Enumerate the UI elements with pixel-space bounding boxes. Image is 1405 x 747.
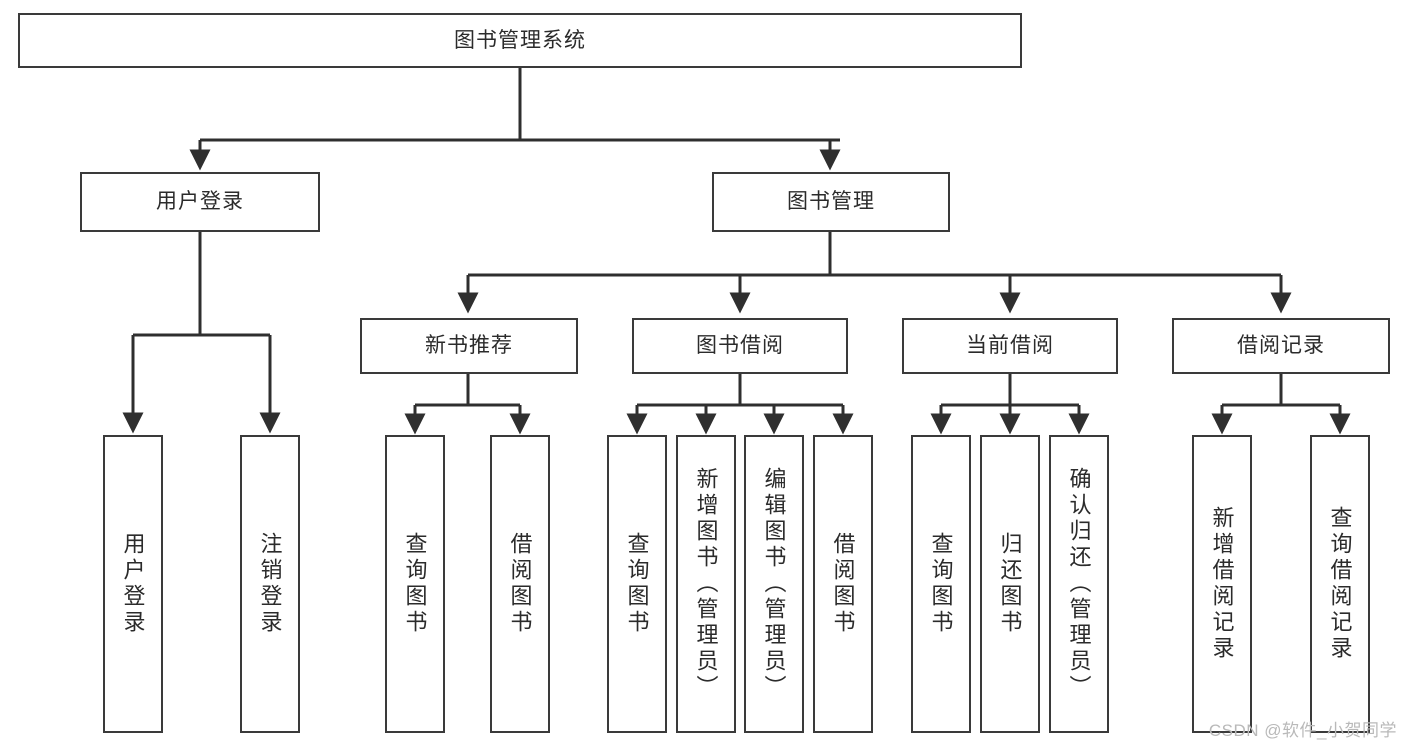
- node-leaf-label: 新增图书（管理员）: [693, 467, 719, 701]
- node-leaf-current-return[interactable]: 归还图书: [980, 435, 1040, 733]
- node-root-system-label: 图书管理系统: [454, 28, 586, 52]
- node-leaf-label: 新增借阅记录: [1209, 506, 1235, 662]
- csdn-watermark: CSDN @软件_小贺同学: [1208, 721, 1397, 740]
- node-leaf-user-login-signin[interactable]: 用户登录: [103, 435, 163, 733]
- node-leaf-label: 查询图书: [402, 532, 428, 636]
- node-leaf-label: 确认归还（管理员）: [1066, 467, 1092, 701]
- node-leaf-label: 注销登录: [257, 532, 283, 636]
- node-borrow-record-label: 借阅记录: [1237, 334, 1325, 358]
- node-borrow-record[interactable]: 借阅记录: [1172, 318, 1390, 374]
- node-leaf-borrow-query[interactable]: 查询图书: [607, 435, 667, 733]
- node-root-system[interactable]: 图书管理系统: [18, 13, 1022, 68]
- node-leaf-current-confirm-return[interactable]: 确认归还（管理员）: [1049, 435, 1109, 733]
- node-leaf-label: 查询借阅记录: [1327, 506, 1353, 662]
- node-leaf-label: 查询图书: [624, 532, 650, 636]
- node-leaf-label: 借阅图书: [830, 532, 856, 636]
- node-leaf-borrow-edit[interactable]: 编辑图书（管理员）: [744, 435, 804, 733]
- node-leaf-record-add[interactable]: 新增借阅记录: [1192, 435, 1252, 733]
- node-user-login-label: 用户登录: [156, 190, 244, 214]
- node-leaf-borrow-lend[interactable]: 借阅图书: [813, 435, 873, 733]
- node-leaf-record-query[interactable]: 查询借阅记录: [1310, 435, 1370, 733]
- node-leaf-label: 查询图书: [928, 532, 954, 636]
- node-leaf-newbook-borrow[interactable]: 借阅图书: [490, 435, 550, 733]
- node-leaf-newbook-query[interactable]: 查询图书: [385, 435, 445, 733]
- node-book-borrow[interactable]: 图书借阅: [632, 318, 848, 374]
- node-leaf-user-login-signout[interactable]: 注销登录: [240, 435, 300, 733]
- node-new-book-recommend-label: 新书推荐: [425, 334, 513, 358]
- node-leaf-label: 编辑图书（管理员）: [761, 467, 787, 701]
- node-leaf-current-query[interactable]: 查询图书: [911, 435, 971, 733]
- node-book-manage-label: 图书管理: [787, 190, 875, 214]
- node-new-book-recommend[interactable]: 新书推荐: [360, 318, 578, 374]
- node-leaf-label: 用户登录: [120, 532, 146, 636]
- node-user-login[interactable]: 用户登录: [80, 172, 320, 232]
- node-current-borrow-label: 当前借阅: [966, 334, 1054, 358]
- node-book-manage[interactable]: 图书管理: [712, 172, 950, 232]
- node-leaf-borrow-add[interactable]: 新增图书（管理员）: [676, 435, 736, 733]
- node-current-borrow[interactable]: 当前借阅: [902, 318, 1118, 374]
- node-leaf-label: 归还图书: [997, 532, 1023, 636]
- node-book-borrow-label: 图书借阅: [696, 334, 784, 358]
- node-leaf-label: 借阅图书: [507, 532, 533, 636]
